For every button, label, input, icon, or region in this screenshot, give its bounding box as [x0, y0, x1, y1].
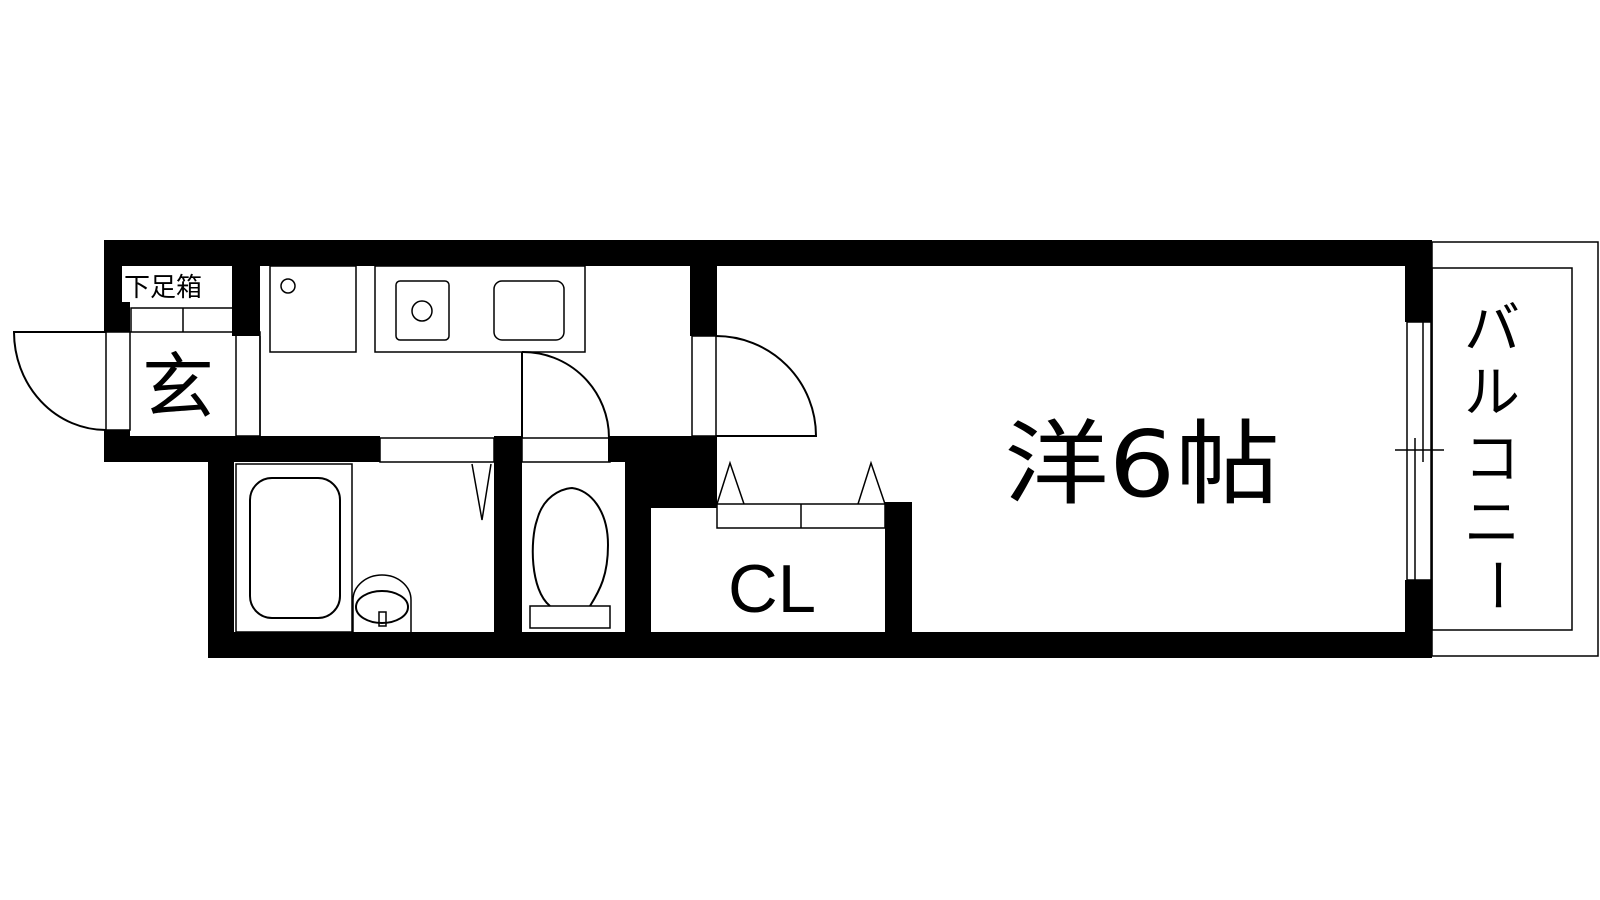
shoe-box-label: 下足箱 [124, 273, 202, 303]
balcony-window [1395, 321, 1444, 581]
closet: CL [716, 460, 886, 627]
entrance-door [12, 331, 131, 431]
western-room-label: 洋6帖 [1004, 411, 1280, 518]
room-door [691, 335, 818, 437]
balcony: バ ル コ ニ ー [1431, 241, 1599, 657]
balcony-label-3: コ [1464, 427, 1520, 492]
walls [104, 240, 1432, 658]
washroom-door [379, 350, 611, 463]
balcony-label-2: ル [1464, 361, 1520, 426]
bathroom [235, 463, 492, 633]
toilet [529, 486, 611, 629]
balcony-label-4: ニ [1464, 491, 1520, 556]
genkan-label: 玄 [142, 345, 214, 429]
closet-label: CL [728, 551, 816, 627]
kitchen [259, 265, 586, 436]
western-room: 洋6帖 [1004, 411, 1280, 518]
balcony-label-5: ー [1463, 557, 1528, 613]
genkan: 下足箱 玄 [122, 266, 261, 437]
balcony-label-1: バ [1464, 297, 1520, 362]
